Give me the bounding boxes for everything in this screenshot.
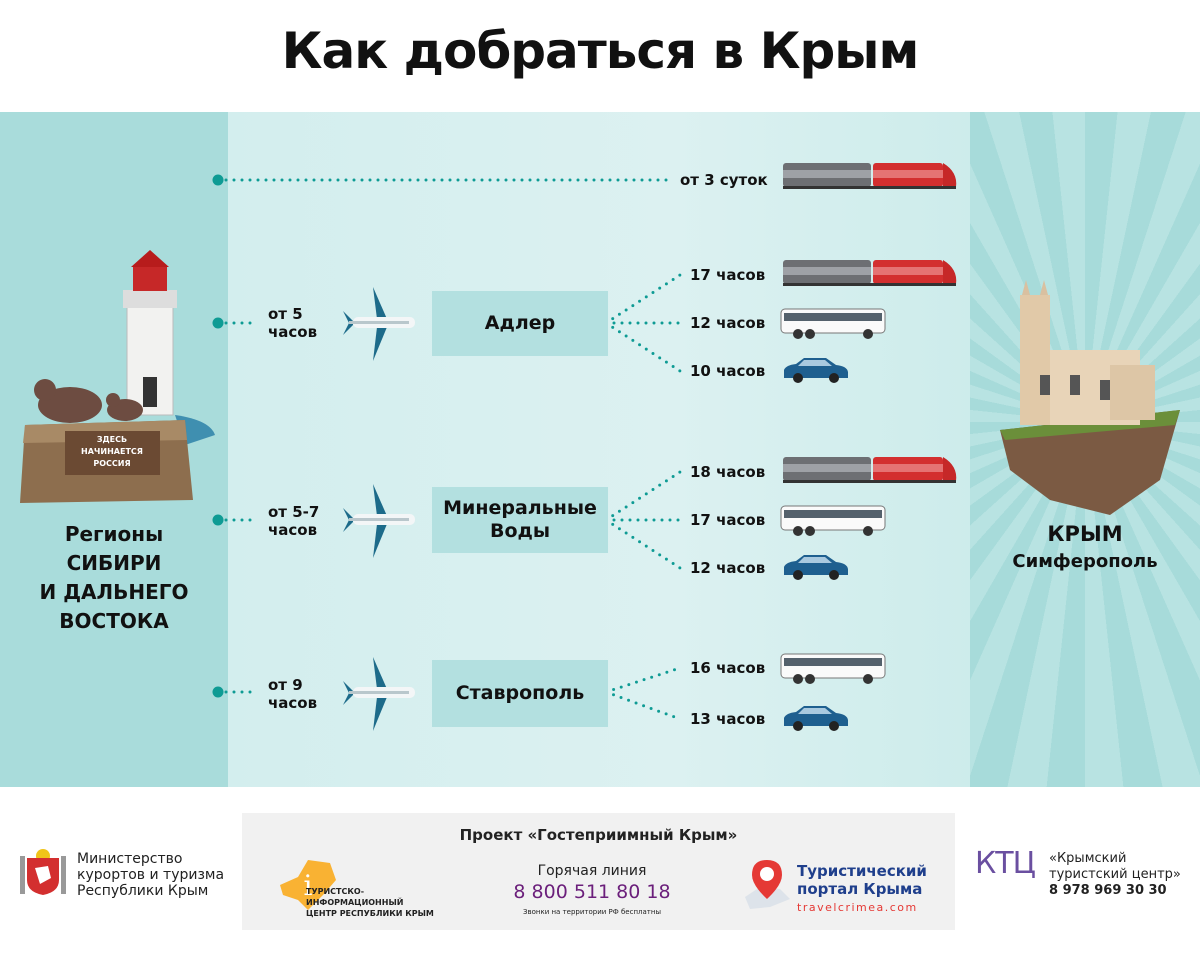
tic-crimea-logo: i [280,860,336,910]
car-icon [782,553,850,585]
plane-icon [343,655,419,737]
destination-label: КРЫМ Симферополь [970,520,1200,576]
city-name: Ставрополь [455,682,585,704]
train-icon [782,454,958,488]
origin-line: СИБИРИ [66,551,162,575]
destination-city: Симферополь [1012,551,1158,572]
crimea-coat-of-arms-logo [20,849,66,895]
svg-text:i: i [304,869,313,902]
sign-text: ЗДЕСЬ [97,435,127,444]
city-box-adler: Адлер [432,291,608,356]
portal-url[interactable]: travelcrimea.com [797,901,918,914]
option-time: 12 часов [690,314,766,332]
project-title: Проект «Гостеприимный Крым» [459,826,738,844]
bus-icon [780,306,888,344]
option-time: 18 часов [690,463,766,481]
dotted-connector [604,273,682,325]
origin-label: Регионы СИБИРИ И ДАЛЬНЕГО ВОСТОКА [0,520,228,636]
route-node-dot [212,174,224,186]
sign-text: РОССИЯ [93,459,130,468]
page-title: Как добраться в Крым [281,22,920,80]
option-time: 17 часов [690,511,766,529]
dotted-connector [604,690,682,721]
dotted-connector [604,666,682,694]
option-time: 12 часов [690,559,766,577]
city-name: Адлер [484,312,556,334]
hotline-number[interactable]: 8 800 511 80 18 [513,881,671,903]
lighthouse-bears-illustration: ЗДЕСЬ НАЧИНАЕТСЯ РОССИЯ [20,250,215,503]
train-icon [782,257,958,291]
car-icon [782,356,850,388]
destination-region: КРЫМ [1047,522,1123,546]
route-node-dot [212,317,224,329]
city-box-stavropol: Ставрополь [432,660,608,727]
sign-text: НАЧИНАЕТСЯ [81,447,143,456]
option-time: 13 часов [690,710,766,728]
origin-line: Регионы [64,522,164,546]
city-name: Воды [489,520,551,542]
dotted-connector [604,470,682,522]
direct-time: от 3 суток [680,171,768,189]
origin-line: И ДАЛЬНЕГО [39,580,189,604]
city-name: Минеральные [443,497,597,519]
bus-icon [780,651,888,689]
project-panel [242,813,955,930]
dotted-connector [604,321,682,373]
bus-icon [780,503,888,541]
option-time: 17 часов [690,266,766,284]
ktc-phone[interactable]: 8 978 969 30 30 [1049,883,1167,898]
train-icon [782,160,958,194]
origin-line: ВОСТОКА [59,609,169,633]
plane-icon [343,285,419,367]
plane-icon [343,482,419,564]
travel-portal-pin-logo [745,860,790,909]
swallows-nest-castle-illustration [1000,280,1180,515]
dotted-connector [604,518,682,570]
car-icon [782,704,850,736]
route-node-dot [212,514,224,526]
option-time: 16 часов [690,659,766,677]
route-node-dot [212,686,224,698]
ktc-logo: КТЦ [975,846,1036,881]
hotline-note: Звонки на территории РФ бесплатны [523,908,661,916]
hotline-label: Горячая линия [537,863,647,879]
option-time: 10 часов [690,362,766,380]
